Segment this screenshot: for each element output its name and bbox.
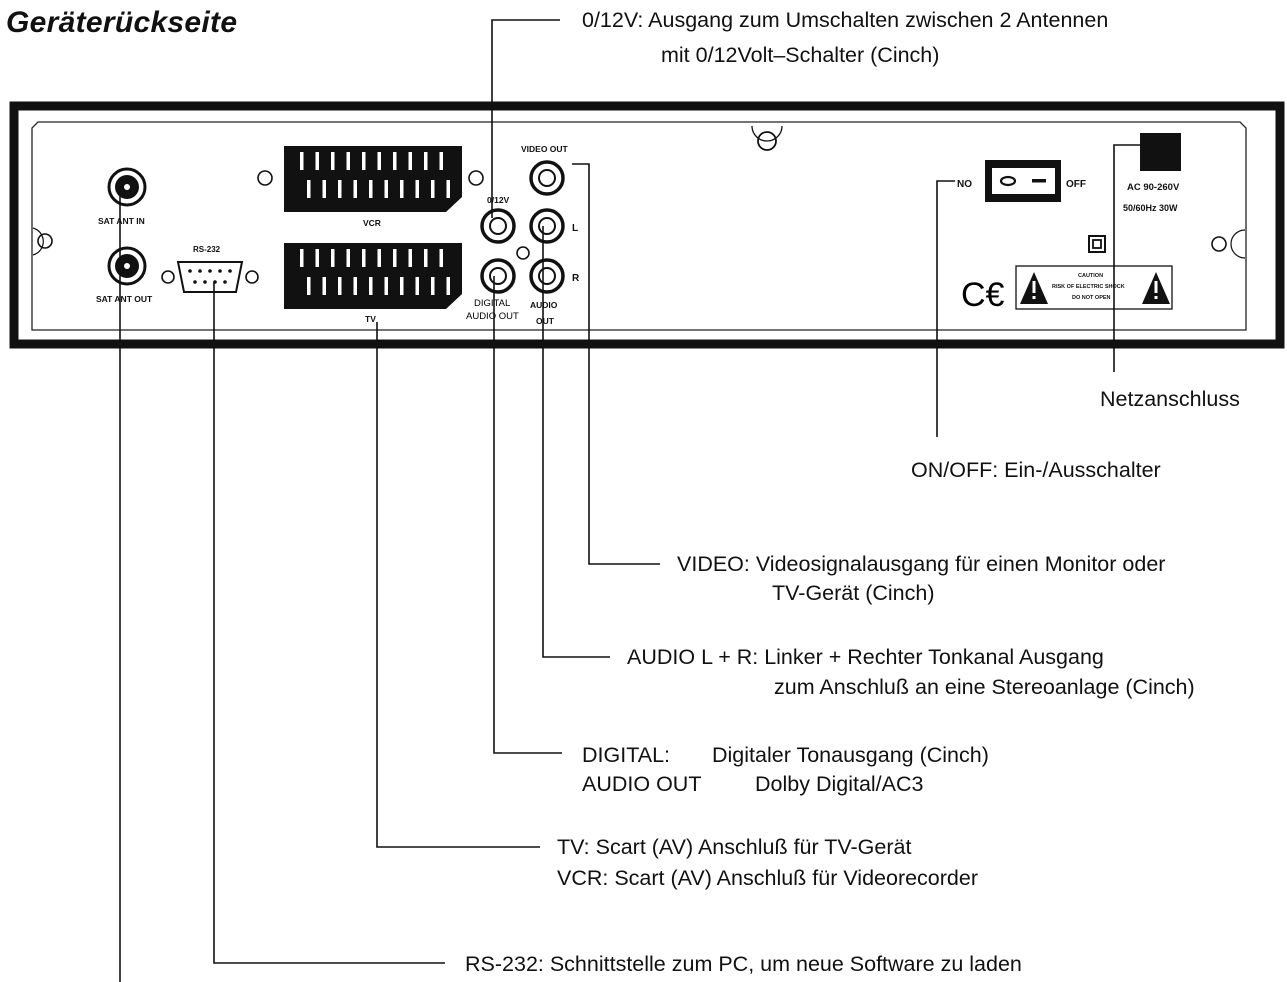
sat-ant-out-connector	[107, 246, 147, 286]
caution-text-1: CAUTION	[1078, 273, 1103, 279]
leader-netz	[1113, 144, 1140, 372]
left-mount-hole	[37, 233, 53, 249]
switch-off-label: OFF	[1066, 179, 1086, 190]
v012-annotation-line2: mit 0/12Volt–Schalter (Cinch)	[661, 43, 940, 67]
right-mount-hole	[1211, 236, 1227, 252]
vcr-label: VCR	[363, 218, 381, 228]
scart-screw-left	[257, 170, 273, 186]
device-frame	[9, 101, 1285, 349]
audio-out-label-2: OUT	[536, 316, 555, 326]
leader-video	[572, 163, 660, 565]
tv-scart-connector	[284, 243, 462, 309]
video-annotation-line2: TV-Gerät (Cinch)	[772, 581, 935, 605]
audio-annotation-line2: zum Anschluß an eine Stereoanlage (Cinch…	[774, 675, 1195, 699]
sat-ant-in-label: SAT ANT IN	[98, 216, 145, 226]
rs232-annotation: RS-232: Schnittstelle zum PC, um neue So…	[465, 952, 1022, 976]
scart-screw-right	[468, 170, 484, 186]
digital-annotation-val2: Dolby Digital/AC3	[755, 772, 924, 796]
audio-r-label: R	[572, 273, 580, 284]
v012-jack	[480, 208, 516, 244]
video-annotation-line1: VIDEO: Videosignalausgang für einen Moni…	[677, 552, 1166, 576]
v012-annotation-line1: 0/12V: Ausgang zum Umschalten zwischen 2…	[582, 8, 1109, 32]
rs232-label: RS-232	[193, 245, 221, 254]
leader-v012	[491, 19, 560, 218]
audio-l-jack	[529, 208, 565, 244]
caution-label: CAUTION RISK OF ELECTRIC SHOCK DO NOT OP…	[1015, 265, 1173, 310]
vcr-scart-connector	[284, 146, 462, 212]
netz-annotation: Netzanschluss	[1100, 387, 1240, 411]
leader-scart	[376, 322, 540, 848]
rs232-connector	[161, 261, 259, 293]
digital-label-2: AUDIO OUT	[466, 311, 519, 322]
digital-label-1: DIGITAL	[474, 298, 510, 309]
ac-power-label: 50/60Hz 30W	[1123, 203, 1178, 213]
audio-out-label-1: AUDIO	[530, 300, 558, 310]
caution-text-2: RISK OF ELECTRIC SHOCK	[1052, 284, 1125, 290]
leader-rs232	[213, 282, 445, 964]
tv-label: TV	[365, 314, 376, 324]
power-switch	[985, 160, 1061, 202]
sat-ant-in-connector	[107, 167, 147, 207]
v012-panel-label: 0/12V	[487, 195, 510, 205]
double-insulation-icon	[1088, 235, 1106, 253]
audio-annotation-line1: AUDIO L + R: Linker + Rechter Tonkanal A…	[627, 645, 1104, 669]
ac-voltage-label: AC 90-260V	[1127, 182, 1180, 193]
tv-annotation: TV: Scart (AV) Anschluß für TV-Gerät	[557, 835, 912, 859]
digital-annotation-key2: AUDIO OUT	[582, 772, 702, 796]
audio-r-jack	[529, 258, 565, 294]
digital-audio-jack	[480, 258, 516, 294]
leader-digital	[493, 276, 562, 754]
jack-spacer-hole	[516, 246, 530, 260]
onoff-annotation: ON/OFF: Ein-/Ausschalter	[911, 458, 1161, 482]
digital-annotation-key1: DIGITAL:	[582, 743, 671, 767]
sat-ant-out-label: SAT ANT OUT	[96, 294, 153, 304]
digital-annotation-val1: Digitaler Tonausgang (Cinch)	[712, 743, 989, 767]
power-inlet	[1140, 133, 1181, 171]
ce-mark: C€	[961, 276, 1005, 314]
switch-on-label: NO	[957, 179, 972, 190]
vcr-annotation: VCR: Scart (AV) Anschluß für Videorecord…	[557, 866, 979, 890]
video-out-label: VIDEO OUT	[521, 144, 569, 154]
leader-onoff	[936, 180, 955, 437]
audio-l-label: L	[572, 223, 578, 234]
page-title: Geräterückseite	[6, 6, 238, 39]
inner-panel	[31, 121, 1247, 331]
leader-audio	[542, 226, 610, 658]
video-out-jack	[529, 160, 565, 196]
caution-text-3: DO NOT OPEN	[1072, 295, 1111, 301]
leader-lines	[119, 19, 1140, 982]
